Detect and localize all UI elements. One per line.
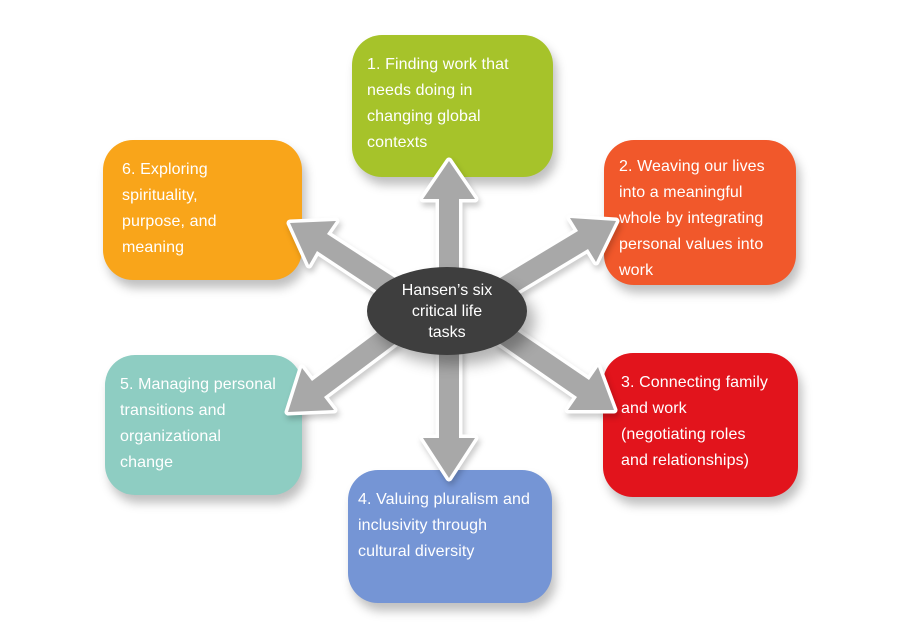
center-ellipse: Hansen’s six critical life tasks [367, 267, 527, 355]
task-node-1: 1. Finding work that needs doing in chan… [352, 35, 553, 177]
task-node-3: 3. Connecting family and work (negotiati… [603, 353, 798, 497]
task-node-1-label: 1. Finding work that needs doing in chan… [367, 56, 509, 151]
arrow-up-left-icon [286, 217, 399, 300]
task-node-6: 6. Exploring spirituality, purpose, and … [103, 140, 302, 280]
task-node-5-label: 5. Managing personal transitions and org… [120, 376, 276, 471]
task-node-4-label: 4. Valuing pluralism and inclusivity thr… [358, 491, 530, 560]
task-node-3-label: 3. Connecting family and work (negotiati… [621, 374, 768, 469]
arrow-down-right-icon [495, 323, 618, 414]
arrow-up-right-icon [496, 214, 620, 300]
task-node-2: 2. Weaving our lives into a meaningful w… [604, 140, 796, 285]
task-node-4: 4. Valuing pluralism and inclusivity thr… [348, 470, 552, 603]
task-node-6-label: 6. Exploring spirituality, purpose, and … [122, 161, 217, 256]
center-ellipse-label: Hansen’s six critical life tasks [401, 281, 493, 341]
task-node-5: 5. Managing personal transitions and org… [105, 355, 302, 495]
task-node-2-label: 2. Weaving our lives into a meaningful w… [619, 158, 765, 279]
arrow-down-left-icon [284, 323, 400, 416]
